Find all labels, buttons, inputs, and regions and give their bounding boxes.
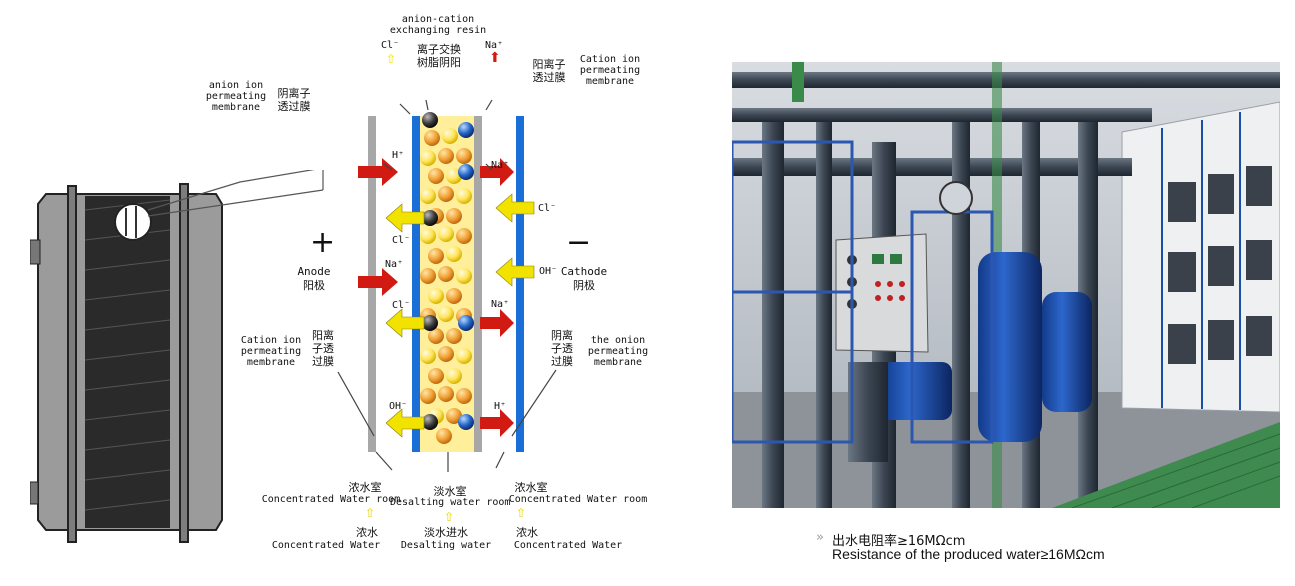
anode-en: Anode — [297, 265, 331, 278]
edi-module-drawing — [30, 170, 324, 543]
desalt-room-cn: 淡水室 — [433, 485, 467, 498]
onion-membrane-cn: 阴离 子透 过膜 — [551, 329, 573, 368]
conc-room-right-cn: 浓水室 — [514, 481, 548, 494]
cation-membrane-top-cn: 阳离子 透过膜 — [532, 58, 566, 84]
equipment-photo — [732, 62, 1280, 508]
conc-water-right-cn: 浓水 — [516, 526, 538, 539]
conc-water-left-cn: 浓水 — [356, 526, 378, 539]
conc-room-right-en: Concentrated Water room — [508, 494, 648, 505]
caption-en: Resistance of the produced water≥16MΩcm — [832, 546, 1105, 562]
ion-label-h-1: H⁺ — [391, 150, 405, 161]
cation-membrane-top-en: Cation ion permeating membrane — [579, 54, 641, 87]
anode-sign: + — [310, 225, 336, 260]
up-arrow-icon: ⬆ — [489, 50, 501, 66]
anion-membrane-left-cn: 阴离子 透过膜 — [277, 87, 311, 113]
ion-label-cl-2: Cl⁻ — [392, 235, 411, 246]
ion-label-na-2: Na⁺ — [384, 259, 404, 270]
ion-label-h-2: H⁺ — [493, 401, 507, 412]
cathode-sign: − — [566, 225, 592, 260]
anion-membrane-left-en: anion ion permeating membrane — [205, 80, 267, 113]
conc-room-left-cn: 浓水室 — [348, 481, 382, 494]
desalt-inlet-en: Desalting water — [400, 540, 492, 551]
up-arrow-icon: ⇧ — [386, 52, 397, 66]
ion-label-oh-1: OH⁻ — [538, 266, 558, 277]
conc-water-right-en: Concentrated Water — [513, 540, 623, 551]
desalt-inlet-cn: 淡水进水 — [424, 526, 468, 539]
cation-membrane-bottom-cn: 阳离 子透 过膜 — [312, 329, 334, 368]
anode-cn: 阳极 — [303, 279, 325, 292]
cation-membrane-bottom-en: Cation ion permeating membrane — [240, 335, 302, 368]
leader-lines — [337, 369, 557, 472]
caption-cn: 出水电阻率≥16MΩcm — [832, 534, 966, 549]
ion-label-na-3: Na⁺ — [490, 299, 510, 310]
up-arrow-icon: ⇧ — [444, 510, 455, 524]
cathode-cn: 阴极 — [573, 279, 595, 292]
up-arrow-icon: ⇧ — [365, 506, 376, 520]
caption-marker: » — [816, 530, 824, 545]
onion-membrane-en: the onion permeating membrane — [587, 335, 649, 368]
top-na-ion: Na⁺ — [484, 40, 504, 51]
cathode-en: Cathode — [560, 265, 608, 278]
conc-water-left-en: Concentrated Water — [271, 540, 381, 551]
industrial-plant-illustration — [732, 62, 1280, 508]
conc-room-left-en: Concentrated Water room — [261, 494, 401, 505]
resin-label-en: anion-cation exchanging resin — [389, 14, 487, 36]
up-arrow-icon: ⇧ — [516, 506, 527, 520]
resin-label-cn: 离子交换 树脂阴阳 — [417, 43, 461, 69]
top-cl-ion: Cl⁻ — [380, 40, 400, 51]
ion-label-cl-3: Cl⁻ — [392, 300, 411, 311]
desalt-room-en: Desalting water room — [390, 497, 511, 508]
edi-cell-schematic — [358, 99, 535, 452]
ion-label-oh-2: OH⁻ — [388, 401, 408, 412]
ion-label-na-1: Na⁺ — [490, 160, 510, 171]
ion-label-cl-1: Cl⁻ — [538, 203, 557, 214]
